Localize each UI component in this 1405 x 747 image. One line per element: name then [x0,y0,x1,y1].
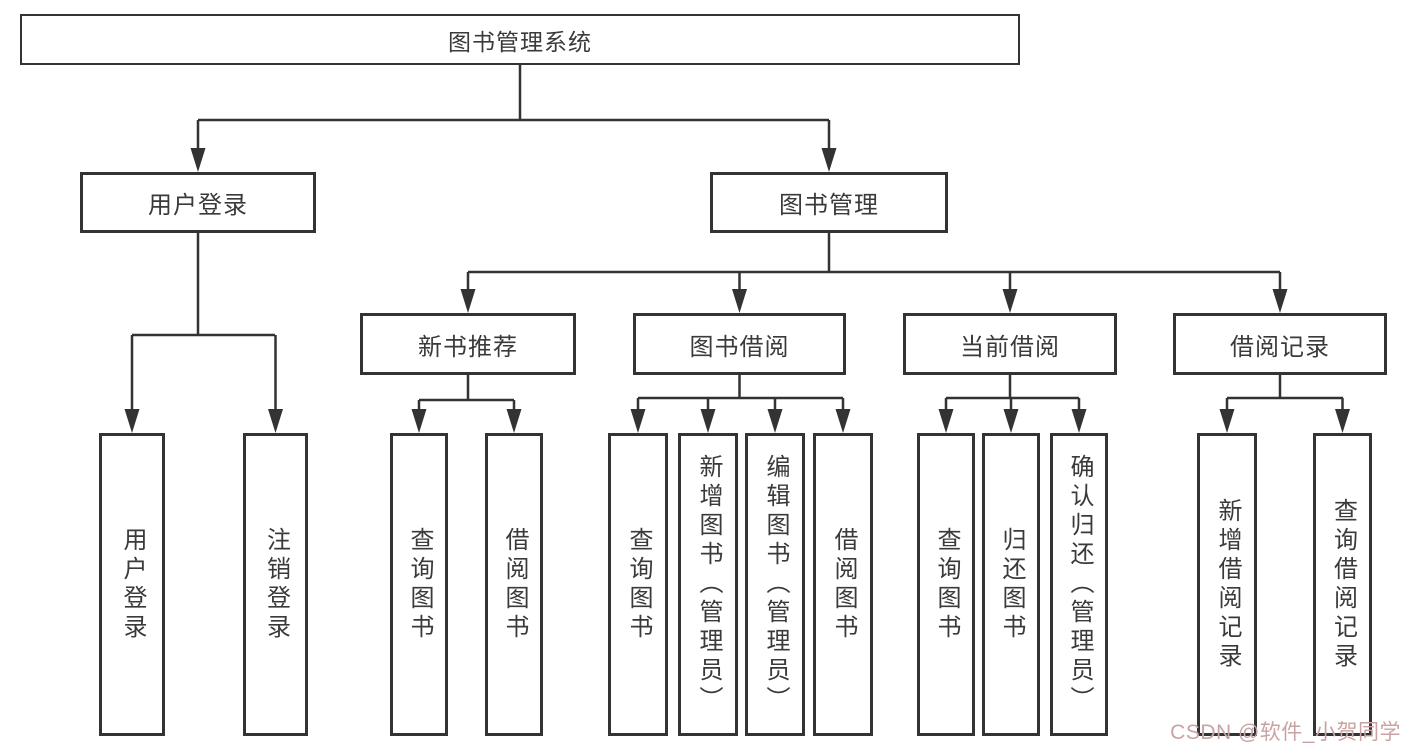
leaf-query-borrow-record: 查询借阅记录 [1313,433,1372,736]
node-label: 当前借阅 [960,333,1060,361]
node-label: 查询图书 [406,526,433,643]
node-label: 图书管理 [779,192,879,219]
node-book-management: 图书管理 [710,172,948,233]
leaf-query-books-borrow: 查询图书 [608,433,668,736]
node-label: 借阅记录 [1230,333,1330,361]
node-label: 用户登录 [119,526,146,643]
node-new-book-recommend: 新书推荐 [360,313,576,375]
leaf-query-books-current: 查询图书 [917,433,975,736]
leaf-user-login: 用户登录 [99,433,165,736]
node-label: 用户登录 [148,192,248,219]
node-label: 借阅图书 [501,526,528,643]
node-label: 新增图书（管理员） [695,454,722,715]
node-library-system: 图书管理系统 [20,14,1020,65]
node-label: 图书借阅 [689,333,790,361]
node-label: 编辑图书（管理员） [762,454,789,715]
leaf-return-book: 归还图书 [982,433,1040,736]
node-label: 归还图书 [998,526,1025,643]
leaf-add-book-admin: 新增图书（管理员） [678,433,738,736]
node-label: 图书管理系统 [448,28,592,55]
node-label: 查询图书 [933,526,960,643]
leaf-confirm-return-admin: 确认归还（管理员） [1050,433,1108,736]
node-label: 查询图书 [625,526,652,643]
node-label: 新书推荐 [418,333,518,361]
node-label: 查询借阅记录 [1329,497,1357,672]
node-label: 新增借阅记录 [1214,497,1241,672]
leaf-add-borrow-record: 新增借阅记录 [1197,433,1257,736]
leaf-query-books-recommend: 查询图书 [390,433,448,736]
node-user-login: 用户登录 [80,172,316,233]
node-borrow-records: 借阅记录 [1173,313,1387,375]
node-book-borrow: 图书借阅 [633,313,846,375]
node-label: 确认归还（管理员） [1066,454,1093,715]
leaf-edit-book-admin: 编辑图书（管理员） [745,433,805,736]
leaf-logout: 注销登录 [243,433,308,736]
node-label: 注销登录 [262,526,290,643]
node-label: 借阅图书 [830,526,857,643]
leaf-borrow-books-recommend: 借阅图书 [485,433,543,736]
node-current-borrow: 当前借阅 [903,313,1117,375]
leaf-borrow-books: 借阅图书 [813,433,873,736]
watermark-text: CSDN @软件_小贺同学 [1170,721,1401,744]
